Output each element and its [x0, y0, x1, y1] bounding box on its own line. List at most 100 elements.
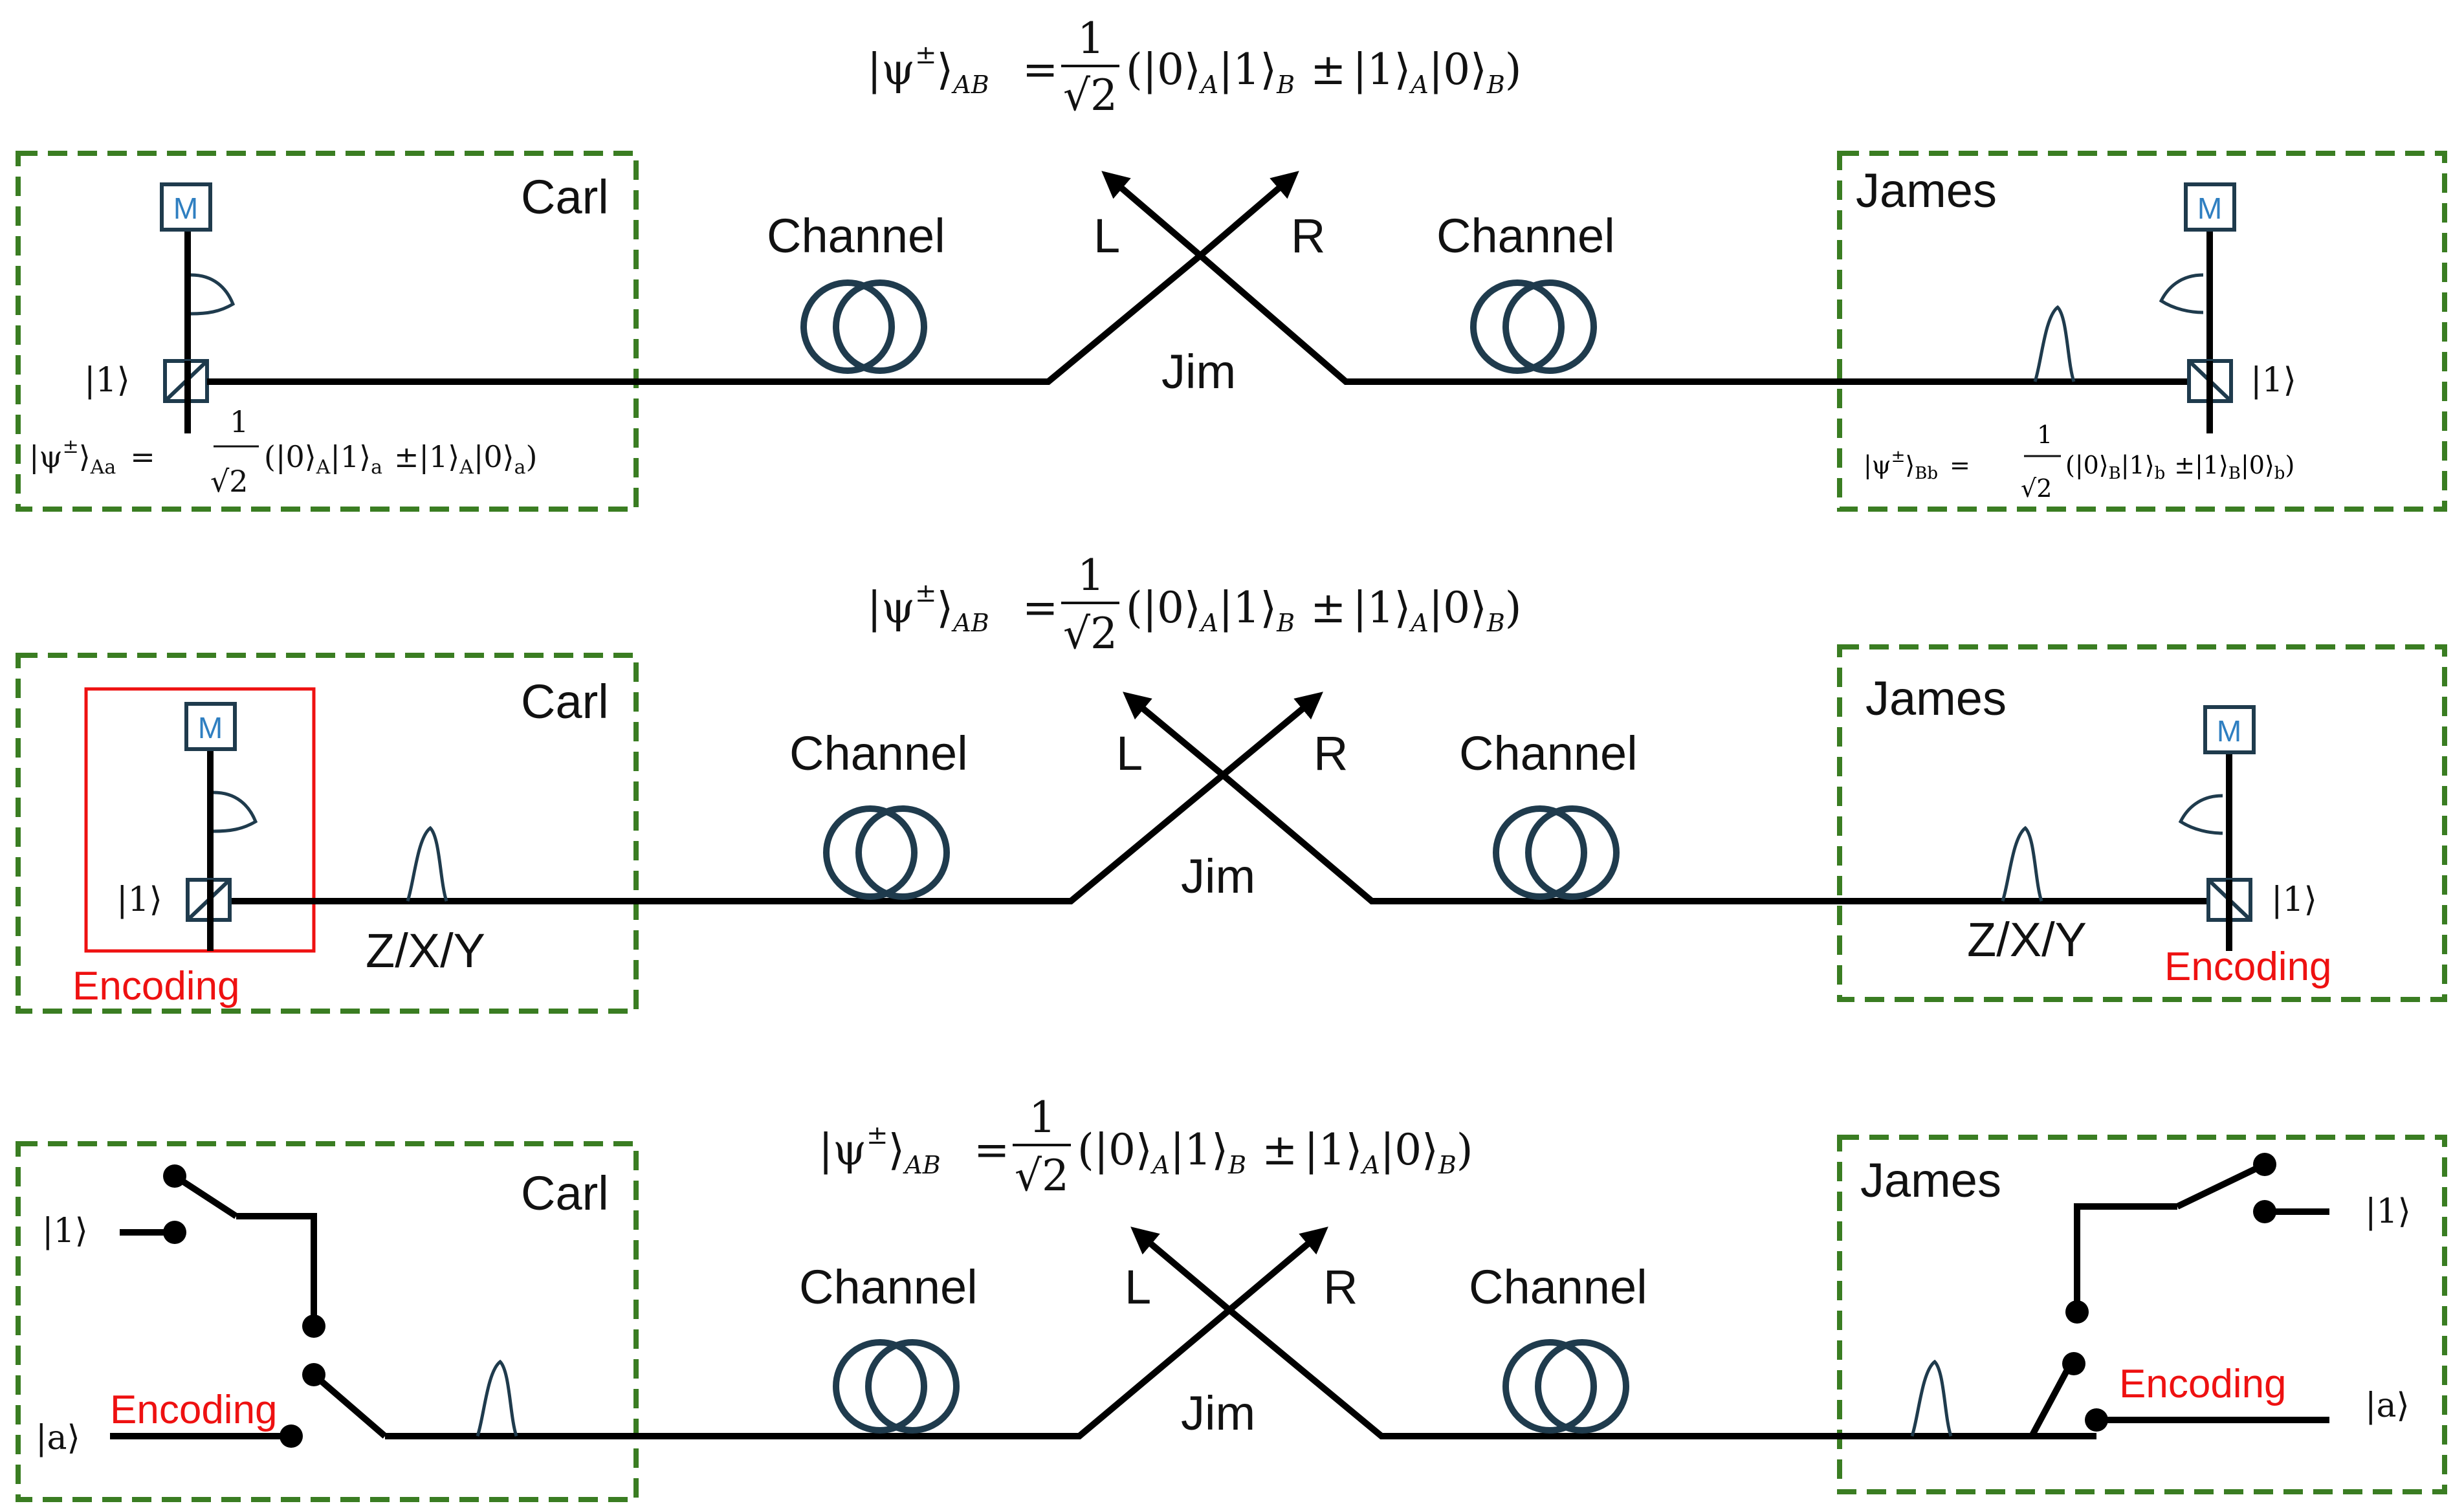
ket-one-right: |1⟩	[2365, 1192, 2411, 1231]
james-label: James	[1860, 1153, 2001, 1207]
measure-right-label: M	[2217, 714, 2241, 748]
carl-label: Carl	[521, 170, 609, 224]
equation-ab: |ψ±⟩AB = 1 √2 (|0⟩A|1⟩B±|1⟩A|0⟩B)	[867, 14, 1522, 120]
label-l: L	[1094, 209, 1120, 263]
svg-text:(|0⟩A|1⟩a±|1⟩A|0⟩a): (|0⟩A|1⟩a±|1⟩A|0⟩a)	[264, 439, 537, 479]
switch-left	[110, 1173, 388, 1439]
panel-top: |ψ±⟩AB = 1 √2 (|0⟩A|1⟩B±|1⟩A|0⟩B) Carl J…	[16, 14, 2447, 512]
arrow-l	[1101, 171, 1203, 258]
ket-right: |1⟩	[2250, 361, 2296, 400]
channel-right-label: Channel	[1469, 1260, 1647, 1314]
measure-right-box	[2184, 182, 2236, 232]
svg-text:1: 1	[2037, 420, 2052, 449]
fiber-coil-icon	[800, 279, 927, 374]
svg-text:√2: √2	[1063, 71, 1117, 120]
carl-label: Carl	[521, 675, 609, 728]
label-jim: Jim	[1161, 345, 1236, 398]
photon-pulse-icon	[213, 791, 258, 833]
photon-pulse-icon	[2159, 273, 2204, 314]
fiber-coil-icon	[1470, 279, 1597, 374]
wire-right	[1220, 772, 2226, 904]
gate-left-label: Z/X/Y	[366, 924, 485, 977]
svg-text:=: =	[1022, 45, 1058, 94]
photon-pulse-icon	[2001, 825, 2043, 902]
svg-text:|ψ±⟩Bb=: |ψ±⟩Bb=	[1864, 447, 1970, 483]
measure-right-box	[2203, 705, 2256, 754]
gate-right-label: Z/X/Y	[1967, 913, 2087, 966]
state-aa: |ψ±⟩Aa= 1 √2 (|0⟩A|1⟩a±|1⟩A|0⟩a)	[29, 404, 537, 499]
encoding-right-label: Encoding	[2119, 1362, 2287, 1406]
label-r: R	[1323, 1260, 1358, 1314]
svg-text:(|0⟩A|1⟩B±|1⟩A|0⟩B): (|0⟩A|1⟩B±|1⟩A|0⟩B)	[1126, 583, 1522, 637]
photon-pulse-icon	[406, 825, 448, 902]
encoding-box	[84, 687, 316, 953]
wire-right	[1198, 253, 2206, 385]
arrow-r	[1227, 1227, 1328, 1313]
label-l: L	[1116, 726, 1143, 780]
wire-left	[194, 253, 1203, 385]
carl-box	[16, 151, 639, 512]
label-l: L	[1125, 1260, 1151, 1314]
svg-text:√2: √2	[1015, 1151, 1069, 1201]
photon-pulse-icon	[1910, 1359, 1953, 1437]
channel-right-label: Channel	[1436, 209, 1615, 263]
equation-ab: |ψ±⟩AB = 1 √2 (|0⟩A|1⟩B±|1⟩A|0⟩B)	[867, 551, 1522, 659]
svg-text:|ψ±⟩AB: |ψ±⟩AB	[867, 40, 989, 99]
carl-box	[16, 653, 639, 1014]
svg-text:=: =	[1022, 583, 1058, 633]
measure-right-label: M	[2197, 191, 2222, 225]
svg-text:1: 1	[1077, 14, 1105, 63]
carl-label: Carl	[521, 1166, 609, 1220]
svg-text:1: 1	[230, 404, 248, 439]
svg-text:(|0⟩A|1⟩B±|1⟩A|0⟩B): (|0⟩A|1⟩B±|1⟩A|0⟩B)	[1077, 1125, 1473, 1179]
svg-text:|ψ±⟩AB: |ψ±⟩AB	[819, 1120, 941, 1179]
panel-bottom: |ψ±⟩AB = 1 √2 (|0⟩A|1⟩B±|1⟩A|0⟩B) Carl J…	[16, 1093, 2447, 1502]
measure-left-box	[160, 182, 212, 232]
ket-right: |1⟩	[2271, 880, 2317, 919]
encoding-left-label: Encoding	[110, 1388, 278, 1432]
fiber-coil-icon	[1502, 1339, 1629, 1434]
svg-text:√2: √2	[1063, 609, 1117, 659]
panel-middle: |ψ±⟩AB = 1 √2 (|0⟩A|1⟩B±|1⟩A|0⟩B) Carl J…	[16, 551, 2447, 1014]
ket-left: |1⟩	[84, 361, 130, 400]
photon-pulse-icon	[2178, 794, 2223, 835]
svg-text:|ψ±⟩AB: |ψ±⟩AB	[867, 578, 989, 637]
channel-left-label: Channel	[799, 1260, 978, 1314]
svg-text:(|0⟩A|1⟩B±|1⟩A|0⟩B): (|0⟩A|1⟩B±|1⟩A|0⟩B)	[1126, 45, 1522, 99]
ket-a-right: |a⟩	[2365, 1386, 2410, 1425]
label-r: R	[1314, 726, 1348, 780]
arrow-l	[1123, 692, 1226, 778]
ket-a-left: |a⟩	[36, 1419, 80, 1457]
wire-left	[385, 1307, 1232, 1439]
svg-text:√2: √2	[210, 464, 248, 499]
carl-box	[16, 1141, 639, 1502]
ket-left: |1⟩	[116, 880, 162, 919]
measure-left-label: M	[198, 711, 223, 745]
label-r: R	[1291, 209, 1325, 263]
label-jim: Jim	[1181, 1386, 1255, 1440]
wire-right	[1227, 1307, 2032, 1439]
channel-right-label: Channel	[1459, 726, 1638, 780]
wire-left	[226, 772, 1226, 904]
james-box	[1837, 151, 2447, 512]
james-label: James	[1856, 164, 1997, 217]
label-jim: Jim	[1181, 849, 1255, 903]
svg-text:1: 1	[1077, 551, 1105, 600]
measure-left-box	[184, 702, 237, 751]
channel-left-label: Channel	[789, 726, 968, 780]
svg-text:=: =	[974, 1125, 1009, 1175]
arrow-r	[1220, 692, 1323, 778]
encoding-right-label: Encoding	[2164, 944, 2332, 989]
channel-left-label: Channel	[767, 209, 945, 263]
photon-pulse-icon	[2033, 305, 2076, 382]
photon-pulse-icon	[476, 1359, 518, 1437]
james-box	[1837, 1135, 2447, 1494]
measure-left-label: M	[173, 191, 198, 225]
equation-ab: |ψ±⟩AB = 1 √2 (|0⟩A|1⟩B±|1⟩A|0⟩B)	[819, 1093, 1473, 1201]
james-label: James	[1865, 671, 2007, 725]
ket-one-left: |1⟩	[42, 1212, 88, 1250]
svg-text:1: 1	[1029, 1093, 1056, 1142]
svg-text:(|0⟩B|1⟩b±|1⟩B|0⟩b): (|0⟩B|1⟩b±|1⟩B|0⟩b)	[2065, 451, 2294, 483]
state-bb: |ψ±⟩Bb= 1 √2 (|0⟩B|1⟩b±|1⟩B|0⟩b)	[1864, 420, 2294, 503]
